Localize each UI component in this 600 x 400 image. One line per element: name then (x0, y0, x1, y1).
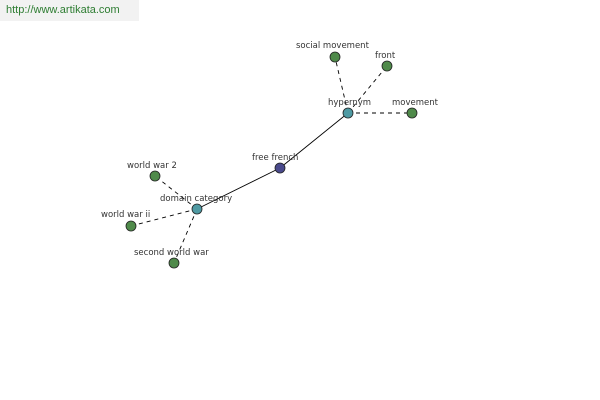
node-world-war-ii[interactable] (125, 220, 137, 232)
edge-free-french-to-domain-category (196, 167, 281, 210)
nodes-layer (125, 51, 418, 269)
edge-domain-category-to-world-war-2 (154, 175, 198, 210)
node-label-domain-category: domain category (160, 194, 232, 204)
edges-layer (130, 56, 412, 264)
node-label-movement: movement (392, 98, 439, 108)
node-front[interactable] (381, 60, 393, 72)
node-label-front: front (375, 51, 396, 61)
edge-domain-category-to-second-world-war (173, 208, 198, 264)
node-label-hypernym: hypernym (328, 98, 371, 108)
node-label-free-french: free french (252, 153, 298, 163)
edge-hypernym-to-front (347, 65, 388, 114)
node-movement[interactable] (406, 107, 418, 119)
node-social-movement[interactable] (329, 51, 341, 63)
node-hypernym[interactable] (342, 107, 354, 119)
node-second-world-war[interactable] (168, 257, 180, 269)
source-link[interactable]: http://www.artikata.com (0, 0, 139, 21)
node-world-war-2[interactable] (149, 170, 161, 182)
node-free-french[interactable] (274, 162, 286, 174)
node-label-world-war-ii: world war ii (101, 210, 150, 220)
node-label-world-war-2: world war 2 (127, 161, 177, 171)
node-label-second-world-war: second world war (134, 248, 209, 258)
edge-domain-category-to-world-war-ii (130, 208, 198, 227)
node-domain-category[interactable] (191, 203, 203, 215)
edge-free-french-to-hypernym (279, 112, 349, 169)
node-label-social-movement: social movement (296, 41, 370, 51)
edge-hypernym-to-social-movement (334, 56, 349, 114)
labels-layer: free french hypernym domain category social… (101, 41, 439, 258)
